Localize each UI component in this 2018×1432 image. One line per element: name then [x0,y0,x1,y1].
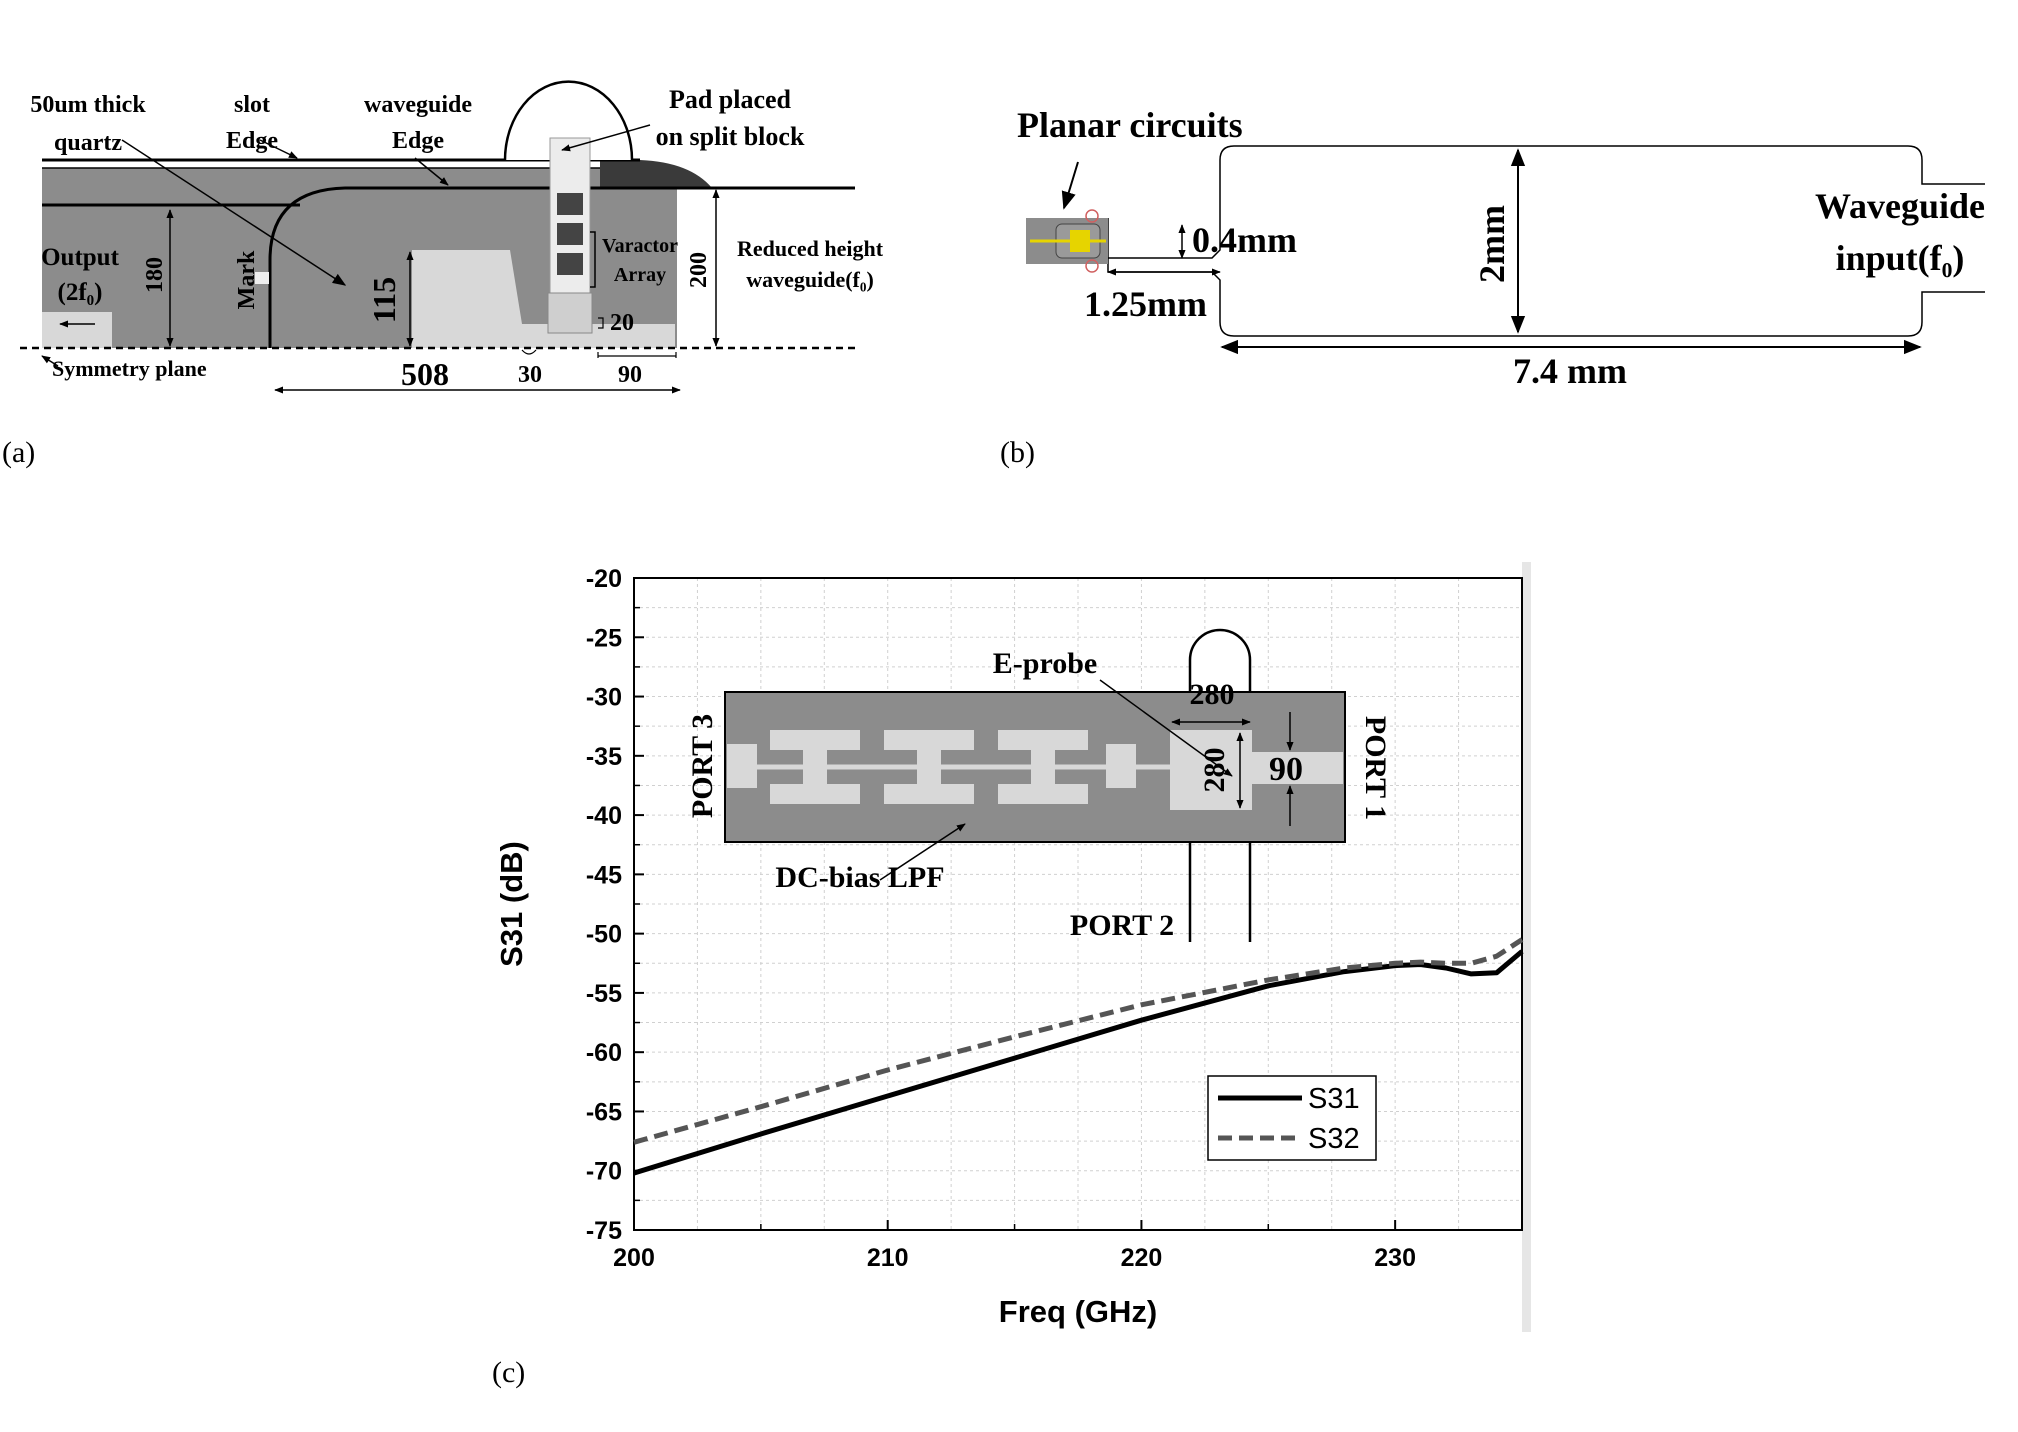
series-line-s31 [633,949,1524,1176]
y-tick-label: -20 [586,565,622,593]
label-pad-1: Pad placed [669,85,792,114]
label-wg-2: Edge [392,128,444,154]
dim-20: 20 [610,310,634,336]
x-tick-label: 200 [613,1244,655,1272]
label-symmetry: Symmetry plane [52,356,207,381]
y-tick-label: -60 [586,1039,622,1067]
legend-label-s32: S32 [1308,1123,1360,1155]
series-line-s32 [633,937,1524,1145]
label-waveguide-input-2: input(f₀) [1836,238,1965,278]
caption-c: (c) [492,1356,525,1389]
y-axis-label: S31 (dB) [494,841,529,967]
label-reduced-2: waveguide(f₀) [746,267,874,292]
panel-a-diagram: 50um thick quartz slot Edge waveguide Ed… [2,80,884,469]
x-tick-label: 220 [1121,1244,1163,1272]
y-tick-label: -70 [586,1158,622,1186]
label-waveguide-input-1: Waveguide [1815,186,1985,226]
dim-115: 115 [366,277,402,323]
label-reduced-1: Reduced height [737,236,884,261]
y-tick-label: -50 [586,921,622,949]
dim-180: 180 [142,257,168,293]
caption-b: (b) [1000,436,1035,469]
dim-280-horizontal: 280 [1190,678,1235,711]
label-varactor-2: Array [614,264,666,286]
x-axis-label: Freq (GHz) [999,1294,1157,1329]
waveguide-edge-curve [268,186,855,348]
dim-90-inset: 90 [1269,751,1303,788]
label-dc-bias-lpf: DC-bias LPF [775,861,944,894]
dim-2mm: 2mm [1472,205,1512,283]
chart-right-shade [1522,562,1531,1332]
y-tick-label: -25 [586,624,622,652]
label-port-1: PORT 1 [1359,716,1392,820]
label-port-2: PORT 2 [1070,909,1174,942]
label-slot-2: Edge [226,128,278,154]
label-wg-1: waveguide [364,92,472,118]
y-tick-label: -35 [586,743,622,771]
label-e-probe: E-probe [993,647,1097,680]
filter-sections [412,250,675,348]
dim-7-4mm: 7.4 mm [1513,351,1627,391]
caption-a: (a) [2,436,35,469]
label-output-1: Output [41,244,119,271]
x-tick-label: 210 [867,1244,909,1272]
label-planar-circuits: Planar circuits [1017,105,1243,145]
label-output-2: (2f₀) [58,279,103,306]
y-tick-label: -30 [586,684,622,712]
lpf-sections [770,730,1136,804]
panel-b-diagram: Planar circuits 0.4mm 1.25mm 2mm 7.4 mm … [1000,105,1985,469]
y-tick-label: -75 [586,1217,622,1245]
label-varactor-1: Varactor [602,235,678,257]
y-tick-label: -65 [586,1098,622,1126]
label-mark: Mark [234,250,260,309]
y-tick-label: -55 [586,980,622,1008]
label-quartz-2: quartz [54,130,122,156]
y-tick-label: -45 [586,861,622,889]
panel-a-ramp [600,160,712,188]
dim-200: 200 [686,252,712,288]
label-slot-1: slot [234,92,270,118]
label-pad-2: on split block [656,122,805,151]
label-quartz-1: 50um thick [30,92,146,118]
legend-label-s31: S31 [1308,1083,1360,1115]
dim-1-25mm: 1.25mm [1084,284,1207,324]
inset-filter-diagram: E-probe 280 280 90 PORT 3 PORT 1 PORT 2 … [686,628,1392,942]
label-port-3: PORT 3 [686,714,719,818]
dim-30: 30 [518,362,542,388]
chart-legend: S31 S32 [1207,1075,1377,1161]
chart-series [633,937,1524,1176]
pad-dome [503,80,634,161]
dim-280-vertical: 280 [1198,748,1231,793]
dim-90: 90 [618,362,642,388]
dim-508: 508 [401,356,449,392]
panel-b-outline [1107,145,1985,337]
dim-0-4mm: 0.4mm [1192,220,1297,260]
x-tick-label: 230 [1374,1244,1416,1272]
y-tick-label: -40 [586,802,622,830]
